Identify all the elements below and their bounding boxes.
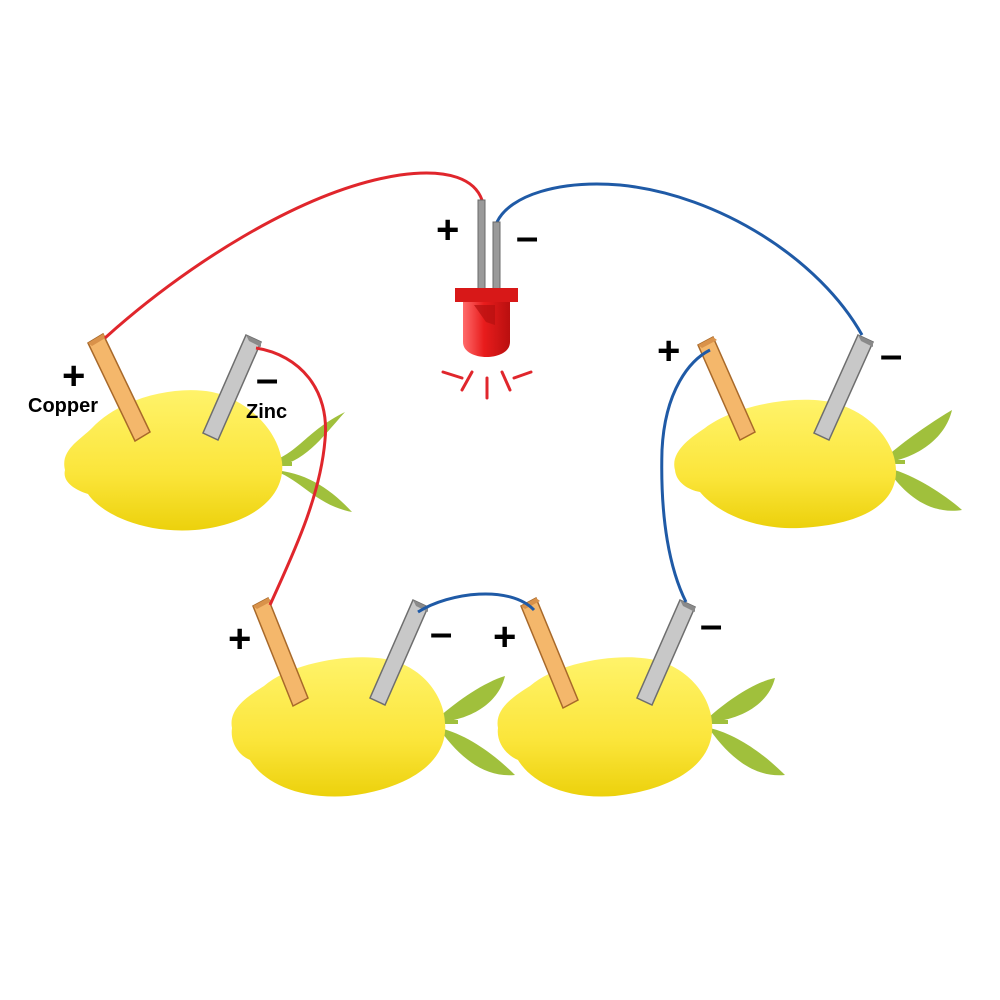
- wire-to-led-positive: [103, 171, 484, 340]
- cell3-zinc-sign: –: [700, 603, 722, 647]
- copper-label: Copper: [28, 395, 98, 417]
- copper-electrode: [697, 335, 756, 442]
- lemon-icon: [674, 399, 897, 529]
- cell4-copper-sign: +: [657, 329, 680, 373]
- wire-cell2-to-cell3: [417, 592, 536, 614]
- cell4-zinc-sign: –: [880, 333, 902, 377]
- cell1-copper-sign: +: [62, 354, 85, 398]
- cell2-zinc-sign: –: [430, 611, 452, 655]
- lemon-cell-4: [674, 333, 962, 529]
- zinc-electrode: [813, 333, 874, 442]
- cell3-copper-sign: +: [493, 615, 516, 659]
- wire-from-led-negative: [495, 182, 864, 336]
- led-minus-label: –: [516, 215, 538, 259]
- led-icon: [441, 199, 533, 400]
- wire-cell1-to-cell2: [255, 346, 328, 606]
- lemon-cell-2: [231, 596, 515, 797]
- wire-cell3-to-cell4: [660, 348, 711, 603]
- lemon-icon: [64, 390, 283, 531]
- lemon-cell-1: [64, 332, 352, 531]
- cell2-copper-sign: +: [228, 617, 251, 661]
- led-light-rays-icon: [441, 370, 533, 400]
- led-negative-leg: [492, 221, 501, 293]
- led-positive-leg: [477, 199, 486, 293]
- zinc-label: Zinc: [246, 401, 287, 423]
- led-plus-label: +: [436, 208, 459, 252]
- cell1-zinc-sign: –: [256, 357, 278, 401]
- lemon-icon: [497, 657, 713, 797]
- zinc-electrode: [202, 333, 262, 442]
- lemon-icon: [231, 657, 446, 797]
- lemon-cell-3: [497, 596, 785, 797]
